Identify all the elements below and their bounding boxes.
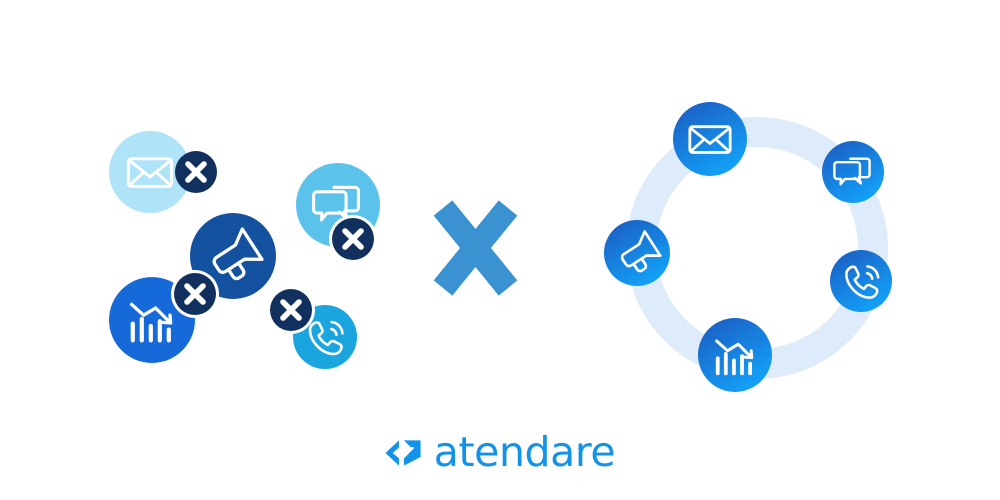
channel-circle xyxy=(109,131,191,213)
x-badge-phone xyxy=(267,286,315,334)
channel-circle xyxy=(604,220,670,286)
channel-circle xyxy=(830,250,892,312)
x-icon xyxy=(342,228,364,250)
channel-circle xyxy=(673,102,747,176)
x-separator xyxy=(433,200,518,296)
x-icon xyxy=(184,283,206,305)
brand-logo[interactable]: atendare xyxy=(0,425,1000,481)
channel-badge-marketing-connected[interactable] xyxy=(604,220,670,286)
channel-circle xyxy=(698,318,772,392)
channel-badge-analytics-connected[interactable] xyxy=(698,318,772,392)
x-icon xyxy=(280,299,302,321)
channel-circle xyxy=(822,141,884,203)
brand-name: atendare xyxy=(433,427,616,476)
channel-badge-phone-connected[interactable] xyxy=(830,250,892,312)
channel-badge-chat-connected[interactable] xyxy=(822,141,884,203)
x-badge-marketing-analytics xyxy=(171,270,219,318)
channel-badge-email-disconnected[interactable] xyxy=(109,131,191,213)
x-badge-email xyxy=(175,151,217,193)
x-stroke-2 xyxy=(433,200,518,296)
channel-badge-email-connected[interactable] xyxy=(673,102,747,176)
disconnected-channels-group xyxy=(109,131,380,369)
atendare-chevrons-mark xyxy=(385,440,421,466)
x-badge-chat xyxy=(329,215,377,263)
x-icon xyxy=(185,161,207,183)
integrated-channels-group xyxy=(604,102,892,392)
